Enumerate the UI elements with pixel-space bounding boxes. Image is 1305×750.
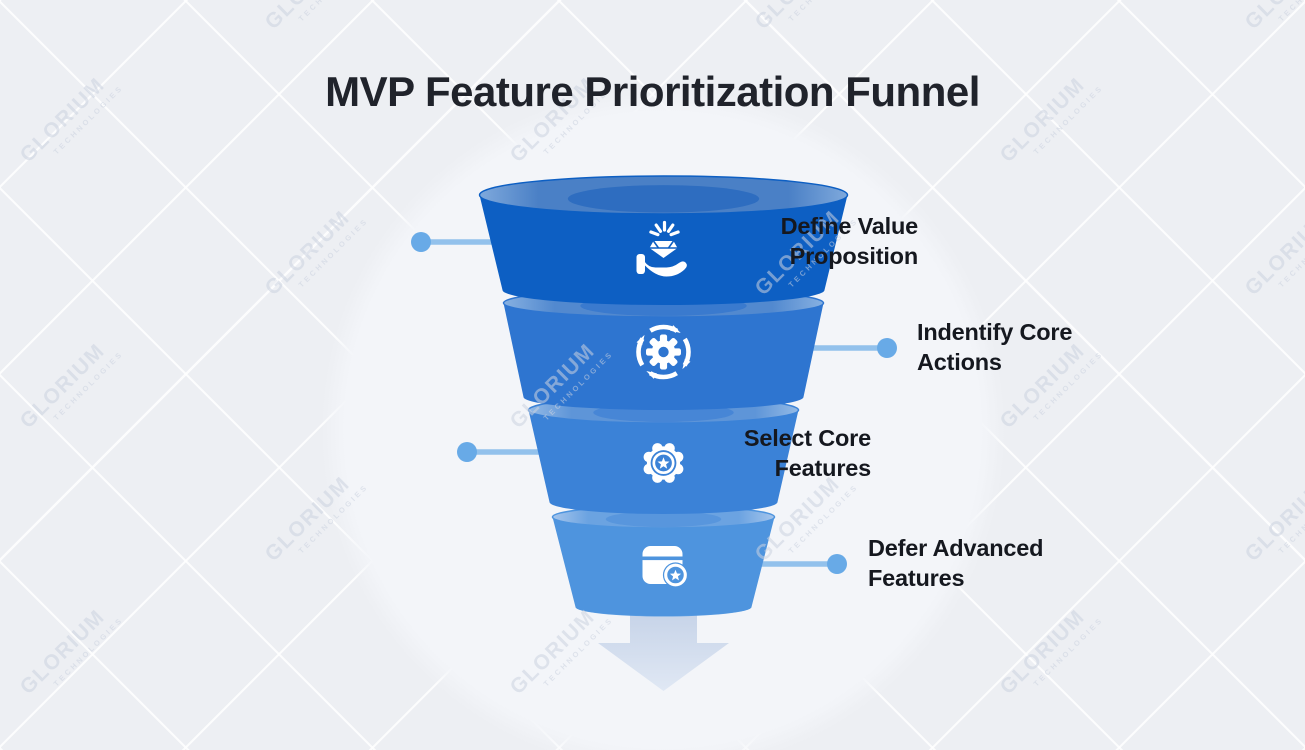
stage-label-line: Actions <box>917 348 1002 375</box>
page-title: MVP Feature Prioritization Funnel <box>325 68 980 115</box>
connector-dot <box>827 554 847 574</box>
gear-target-icon <box>636 324 691 380</box>
stage-cap-inner <box>567 185 760 213</box>
stage-label-line: Indentify Core <box>917 319 1073 345</box>
stage-cap-inner <box>605 511 722 528</box>
stage-label-line: Features <box>868 564 965 591</box>
stage-label-line: Select Core <box>743 425 871 451</box>
stage-label-line: Defer Advanced <box>868 535 1044 561</box>
stage-label-line: Define Value <box>780 213 919 239</box>
star-badge-icon <box>643 443 684 483</box>
connector-dot <box>457 442 477 462</box>
connector-dot <box>877 338 897 358</box>
hand-gem-icon <box>636 220 687 277</box>
box-star-icon <box>642 546 689 588</box>
connector-dot <box>411 232 431 252</box>
connector-define-value-proposition <box>411 232 500 252</box>
connector-select-core-features <box>457 442 546 462</box>
stage-label-line: Proposition <box>789 242 919 269</box>
down-arrow-icon <box>598 611 729 691</box>
connector-defer-advanced-features <box>755 554 847 574</box>
connector-identify-core-actions <box>805 338 897 358</box>
stage-label-line: Features <box>774 454 872 481</box>
